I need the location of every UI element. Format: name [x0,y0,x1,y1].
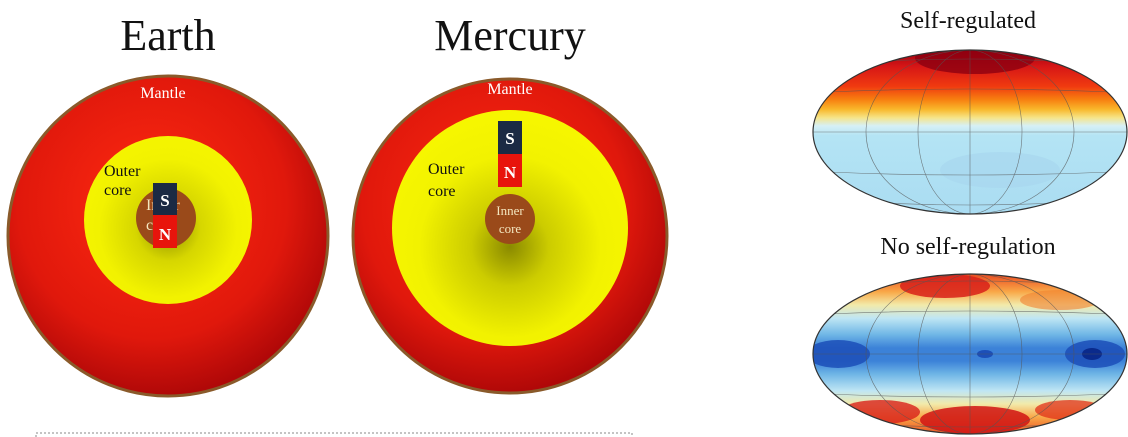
mercury-outer-core-label-2: core [428,183,456,200]
no-self-regulation-map: No self-regulation [806,234,1128,437]
earth-bar-magnet: S N [153,183,177,248]
mercury-inner-core [485,194,535,244]
self-regulated-title: Self-regulated [900,8,1036,34]
caption-box [36,433,632,437]
no-self-regulation-title: No self-regulation [880,234,1055,260]
mercury-mantle-label: Mantle [487,81,532,98]
earth-mantle-label: Mantle [140,85,185,102]
mercury-diagram: Mercury Mantle Outer core Inner core S N [353,11,667,393]
earth-magnet-s-label: S [160,191,169,210]
self-regulated-map: Self-regulated [812,8,1128,215]
mercury-inner-core-label-1: Inner [496,203,524,218]
mercury-title: Mercury [434,11,586,60]
earth-diagram: Earth Mantle Outer core Inner core S N [8,11,328,396]
earth-title: Earth [120,11,215,60]
earth-outer-core-label-2: core [104,182,132,199]
mercury-magnet-s-label: S [505,129,514,148]
mercury-bar-magnet: S N [498,121,522,187]
earth-outer-core-label-1: Outer [104,163,141,180]
mercury-outer-core-label-1: Outer [428,161,465,178]
earth-magnet-n-label: N [159,225,172,244]
mercury-magnet-n-label: N [504,163,517,182]
mercury-inner-core-label-2: core [499,221,522,236]
